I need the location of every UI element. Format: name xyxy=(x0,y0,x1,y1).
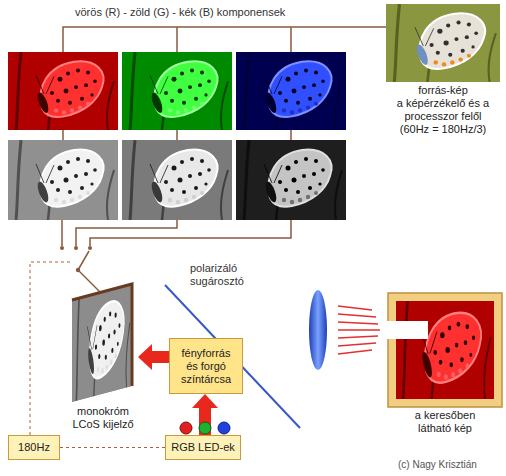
lcos-image xyxy=(72,284,132,402)
illumination-arrow xyxy=(152,351,169,363)
source-photo xyxy=(386,4,500,82)
light-arrow xyxy=(199,408,211,435)
source-caption: forrás-kép xyxy=(384,84,502,97)
component-wire xyxy=(63,130,291,140)
light-source-box: fényforrás és forgó színtárcsa xyxy=(169,338,243,394)
blue-component-image xyxy=(236,52,346,130)
green-grayscale-image xyxy=(122,140,232,220)
viewfinder-image: a keresőben látható kép xyxy=(386,291,504,435)
red-grayscale-image xyxy=(8,140,118,220)
distribution-wire xyxy=(63,27,386,52)
source-caption: a képérzékelő és a processzor felől (60H… xyxy=(393,97,493,136)
components-heading: vörös (R) - zöld (G) - kék (B) komponens… xyxy=(75,6,285,19)
blue-grayscale-image xyxy=(236,140,346,220)
switch-input-wire xyxy=(62,220,291,246)
beam-splitter xyxy=(165,285,300,428)
light-source-label: fényforrás és forgó színtárcsa xyxy=(175,347,237,386)
copyright-watermark: (c) Nagy Krisztián xyxy=(398,458,477,471)
viewfinder-label: a keresőben látható kép xyxy=(410,409,480,435)
lcos-panel xyxy=(72,284,132,402)
clock-label: 180Hz xyxy=(18,441,50,454)
light-rays xyxy=(338,306,380,354)
lcos-frame xyxy=(72,284,132,386)
source-image: forrás-képa képérzékelő és a processzor … xyxy=(384,2,502,136)
clock-box: 180Hz xyxy=(8,435,60,460)
viewfinder-image xyxy=(396,301,494,399)
sync-dashed-line xyxy=(60,447,165,448)
lcos-display: monokróm LCoS kijelző xyxy=(68,283,138,431)
red-led xyxy=(180,422,192,434)
lens xyxy=(309,290,327,370)
display-label: monokróm LCoS kijelző xyxy=(68,405,138,431)
light-beam-bar xyxy=(384,321,428,339)
green-led xyxy=(199,422,211,434)
beam-splitter-label: polarizáló sugárosztó xyxy=(190,262,252,288)
green-component-image xyxy=(122,52,232,130)
blue-led xyxy=(218,422,230,434)
viewfinder-frame xyxy=(388,293,502,407)
led-box: RGB LED-ek xyxy=(165,435,241,460)
sync-dashed-wire xyxy=(30,262,72,435)
led-label: RGB LED-ek xyxy=(171,441,235,454)
switch-symbol xyxy=(60,246,100,292)
red-component-image xyxy=(8,52,118,130)
